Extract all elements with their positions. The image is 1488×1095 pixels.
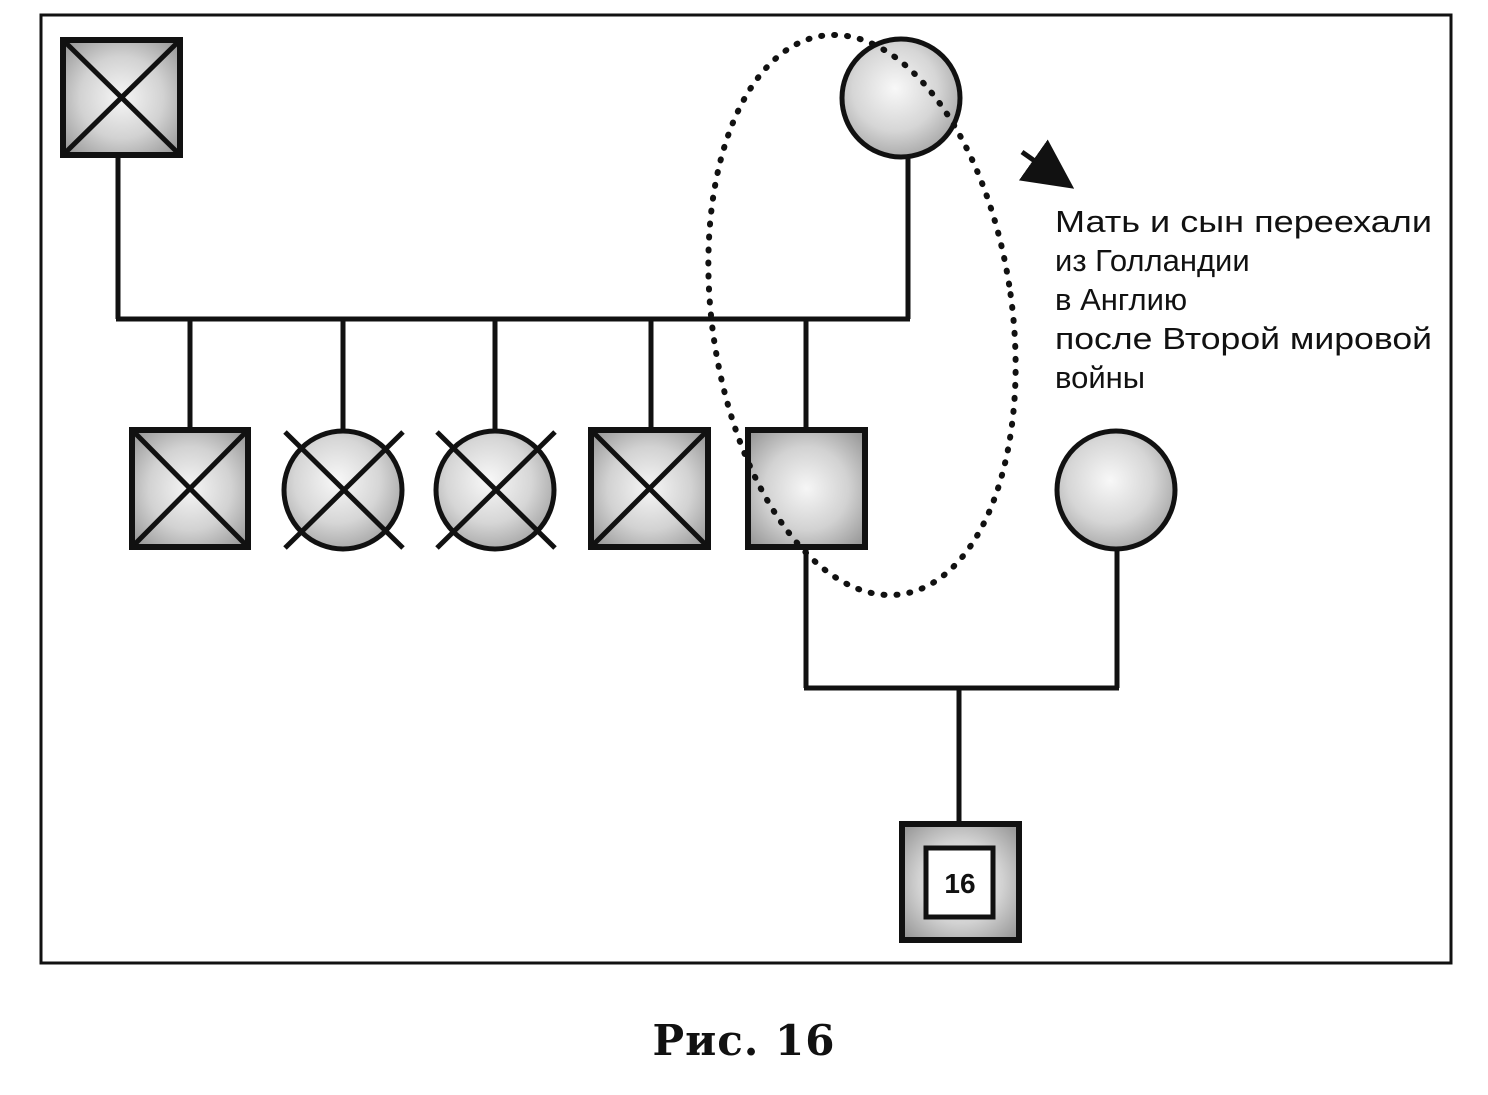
note-line-2: из Голландии [1055,243,1250,278]
pedigree-diagram: 16 Мать и сын переехали из Голландии в А… [39,13,1453,965]
father-male [745,427,868,550]
migration-note: Мать и сын переехали из Голландии в Англ… [1055,204,1432,395]
diagram-frame [39,13,1453,965]
sibling-4-deceased-male [588,427,711,550]
grandfather-deceased-male [60,37,183,158]
grandmother-female [839,36,963,160]
note-line-3: в Англию [1055,282,1187,317]
note-arrow [1018,139,1075,189]
migration-dotted-ellipse [705,31,1019,599]
pedigree-lines [115,155,1120,824]
note-line-1: Мать и сын переехали [1055,204,1432,239]
sibling-3-deceased-female [433,428,557,552]
note-line-4: после Второй мировой [1055,321,1432,356]
figure-caption: Рис. 16 [652,1016,836,1065]
sibling-1-deceased-male [129,427,251,550]
proband-label: 16 [944,868,975,899]
proband-box: 16 [899,821,1022,943]
spouse-female [1054,428,1178,552]
sibling-2-deceased-female [281,428,405,552]
note-line-5: войны [1055,360,1145,395]
